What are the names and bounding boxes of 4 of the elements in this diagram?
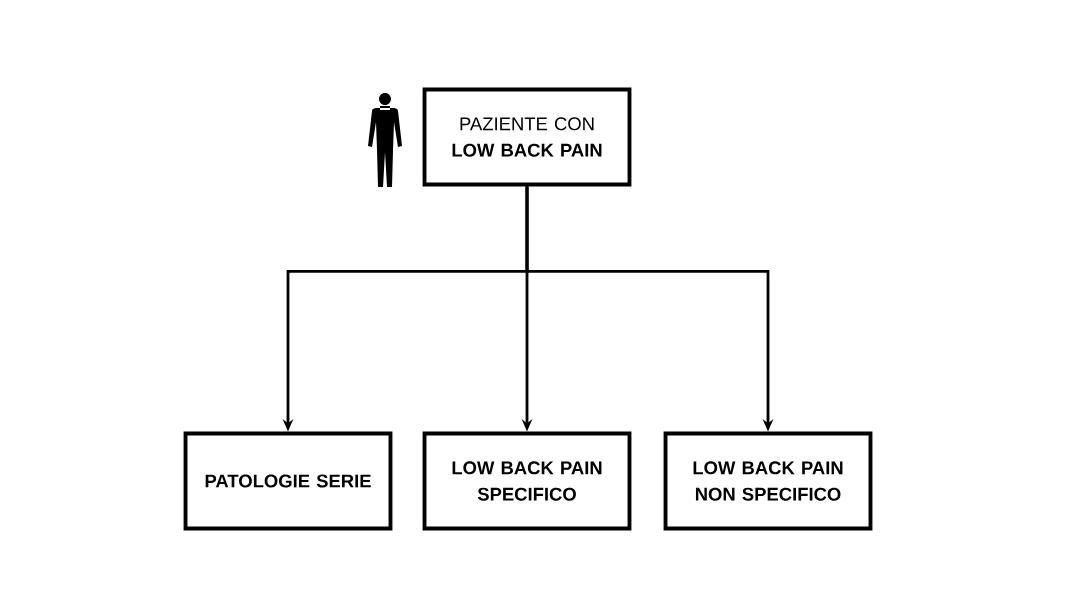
- process-box: LOW BACK PAIN NON SPECIFICO: [663, 431, 873, 531]
- process-box: PAZIENTE CON LOW BACK PAIN: [422, 87, 632, 187]
- process-box: LOW BACK PAIN SPECIFICO: [422, 431, 632, 531]
- process-box: PATOLOGIE SERIE: [183, 431, 393, 531]
